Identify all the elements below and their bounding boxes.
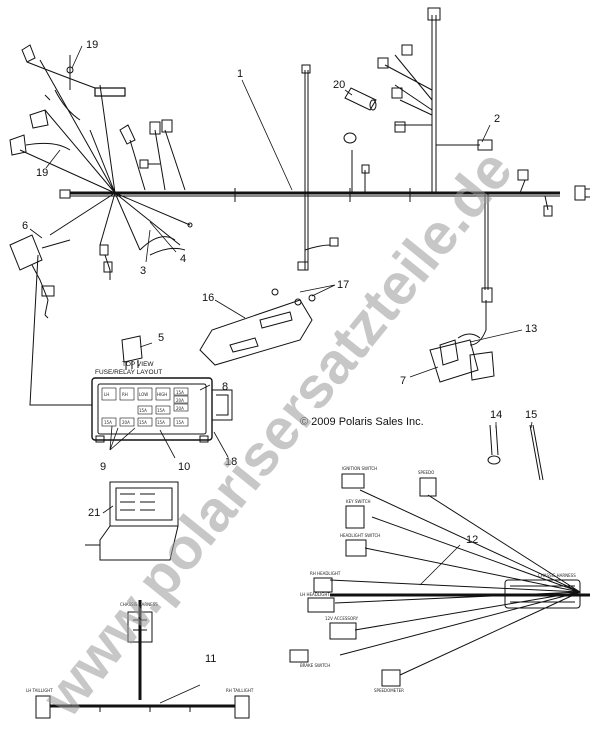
copyright: © 2009 Polaris Sales Inc.	[300, 416, 424, 428]
label-chassis-harness: CHASSIS HARNESS	[538, 573, 576, 578]
fuse-cell-high: HIGH	[157, 392, 167, 397]
fuse-cell-12: 15A	[157, 420, 165, 425]
callout-14: 14	[490, 409, 502, 421]
label-key: KEY SWITCH	[346, 499, 371, 504]
fuse-cell-6: 20A	[176, 406, 184, 411]
label-lh-taillight: LH TAILLIGHT	[26, 688, 53, 693]
module-6	[9, 234, 71, 319]
fuse-cell-8: 15A	[157, 408, 165, 413]
relay-5	[121, 335, 143, 370]
label-speedo: SPEEDO	[418, 470, 434, 475]
fuse-cell-4: 15A	[176, 390, 184, 395]
parts-14-15	[487, 424, 544, 481]
fuse-cell-9: 15A	[104, 420, 112, 425]
label-headlight-switch: HEADLIGHT SWITCH	[340, 533, 380, 538]
label-rh-headlight: RH HEADLIGHT	[310, 571, 341, 576]
chassis-harness-12	[289, 473, 590, 687]
fuse-cell-10: 20A	[122, 420, 130, 425]
callout-18: 18	[225, 456, 237, 468]
callout-2: 2	[494, 113, 500, 125]
callout-10: 10	[178, 461, 190, 473]
callout-20: 20	[333, 79, 345, 91]
label-tail-chassis: CHASSIS HARNESS	[120, 602, 158, 607]
module-7	[429, 300, 495, 383]
callout-1: 1	[237, 68, 243, 80]
fuse-cell-low: LOW	[139, 392, 148, 397]
watermark-text: www.polarisersatzteile.de	[29, 138, 525, 729]
callout-3: 3	[140, 265, 146, 277]
label-lh-headlight: LH HEADLIGHT	[300, 592, 330, 597]
label-accessory: 12V ACCESSORY	[325, 616, 359, 621]
fuse-cell-7: 15A	[139, 408, 147, 413]
label-speedometer: SPEEDOMETER	[374, 688, 404, 693]
callout-5: 5	[158, 332, 164, 344]
callout-9: 9	[100, 461, 106, 473]
fuse-caption-1: TOP VIEW	[122, 361, 154, 368]
label-rh-taillight: RH TAILLIGHT	[226, 688, 254, 693]
callout-7: 7	[400, 375, 406, 387]
callout-15: 15	[525, 409, 537, 421]
callout-21: 21	[88, 507, 100, 519]
leader-lines	[29, 45, 533, 704]
chassis-labels: IGNITION SWITCH SPEEDO KEY SWITCH HEADLI…	[26, 466, 576, 693]
callout-19-top: 19	[86, 39, 98, 51]
fuse-caption-2: FUSE/RELAY LAYOUT	[95, 369, 162, 376]
main-harness	[9, 7, 590, 303]
callout-11: 11	[205, 653, 216, 665]
fuse-cell-13: 15A	[176, 420, 184, 425]
fusebox-21	[85, 481, 179, 561]
tray-16	[199, 288, 316, 366]
callout-13: 13	[525, 323, 537, 335]
callout-6: 6	[22, 220, 28, 232]
callout-17: 17	[337, 279, 349, 291]
fuse-cell-rh: RH	[122, 392, 128, 397]
tail-harness-11	[35, 600, 250, 719]
fuse-cell-lh: LH	[104, 392, 109, 397]
callout-numbers: 1 2 3 4 5 6 7 8 9 10 11 12 13 14 15 16 1…	[22, 39, 537, 665]
callout-4: 4	[180, 253, 186, 265]
callout-12: 12	[466, 534, 478, 546]
callout-8: 8	[222, 381, 228, 393]
fuse-cell-5: 20A	[176, 398, 184, 403]
label-ignition: IGNITION SWITCH	[342, 466, 377, 471]
callout-19-left: 19	[36, 167, 48, 179]
callout-16: 16	[202, 292, 214, 304]
fuse-box	[29, 254, 233, 443]
fuse-cell-11: 15A	[139, 420, 147, 425]
fuse-cells: LH RH LOW HIGH 15A 20A 20A 15A 15A 15A 2…	[101, 387, 189, 427]
label-brake: BRAKE SWITCH	[300, 663, 330, 668]
